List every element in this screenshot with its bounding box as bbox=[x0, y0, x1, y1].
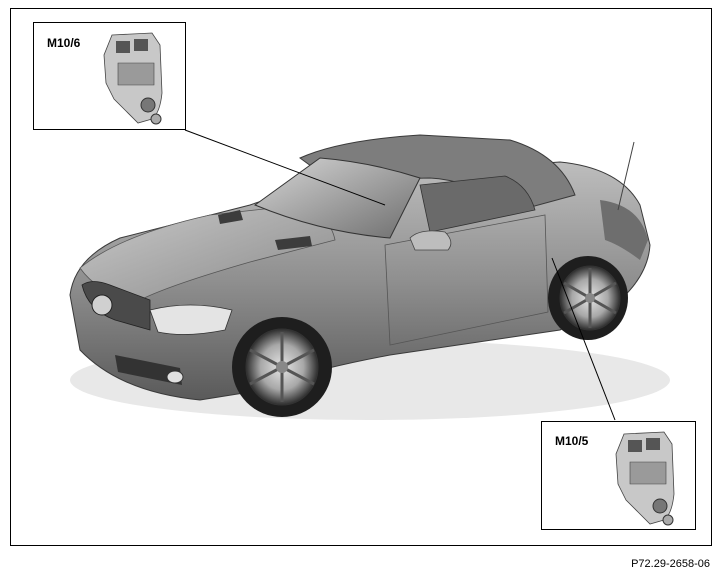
motor-component-icon bbox=[615, 431, 675, 526]
callout-label-m10-6: M10/6 bbox=[47, 36, 81, 50]
leader-line-m10-6 bbox=[184, 129, 386, 206]
motor-component-icon bbox=[103, 32, 163, 125]
leader-line-m10-5 bbox=[551, 257, 616, 421]
front-wheel bbox=[232, 317, 332, 417]
car-body bbox=[69, 134, 670, 420]
callout-label-m10-5: M10/5 bbox=[555, 434, 589, 448]
callout-box-m10-5: M10/5 bbox=[541, 421, 696, 530]
figure-id: P72.29-2658-06 bbox=[631, 558, 710, 570]
callout-box-m10-6: M10/6 bbox=[33, 22, 186, 130]
rear-wheel bbox=[548, 256, 628, 340]
